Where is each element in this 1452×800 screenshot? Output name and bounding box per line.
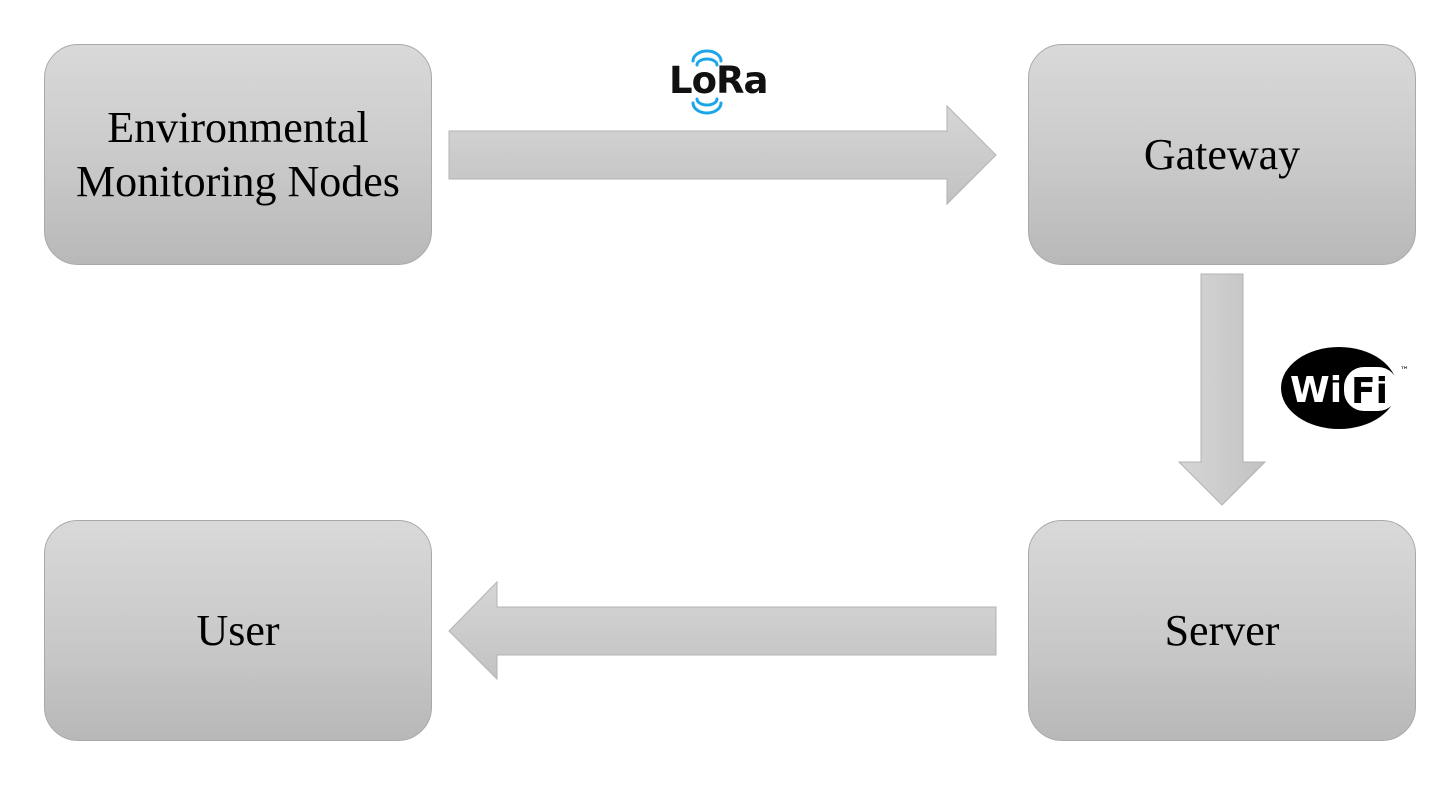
- arrow-gateway-to-server: [1177, 273, 1267, 506]
- node-label: Environmental Monitoring Nodes: [76, 102, 400, 206]
- node-environmental-monitoring: Environmental Monitoring Nodes: [44, 44, 432, 265]
- lora-logo-text: LoRa: [669, 59, 767, 102]
- arrow-server-to-user: [448, 580, 997, 681]
- wifi-logo-text-fi: Fi: [1351, 371, 1388, 412]
- wifi-logo-text-wi: Wi: [1290, 370, 1342, 411]
- node-gateway: Gateway: [1028, 44, 1416, 265]
- node-user: User: [44, 520, 432, 741]
- lora-logo-icon: LoRa: [669, 49, 768, 115]
- wifi-logo-icon: Wi Fi ™: [1281, 347, 1409, 429]
- node-label: User: [196, 605, 280, 655]
- arrow-env-to-gateway: [448, 104, 997, 206]
- wifi-logo-tm: ™: [1400, 366, 1409, 376]
- node-label: Gateway: [1143, 129, 1301, 179]
- node-label: Server: [1164, 605, 1280, 655]
- node-server: Server: [1028, 520, 1416, 741]
